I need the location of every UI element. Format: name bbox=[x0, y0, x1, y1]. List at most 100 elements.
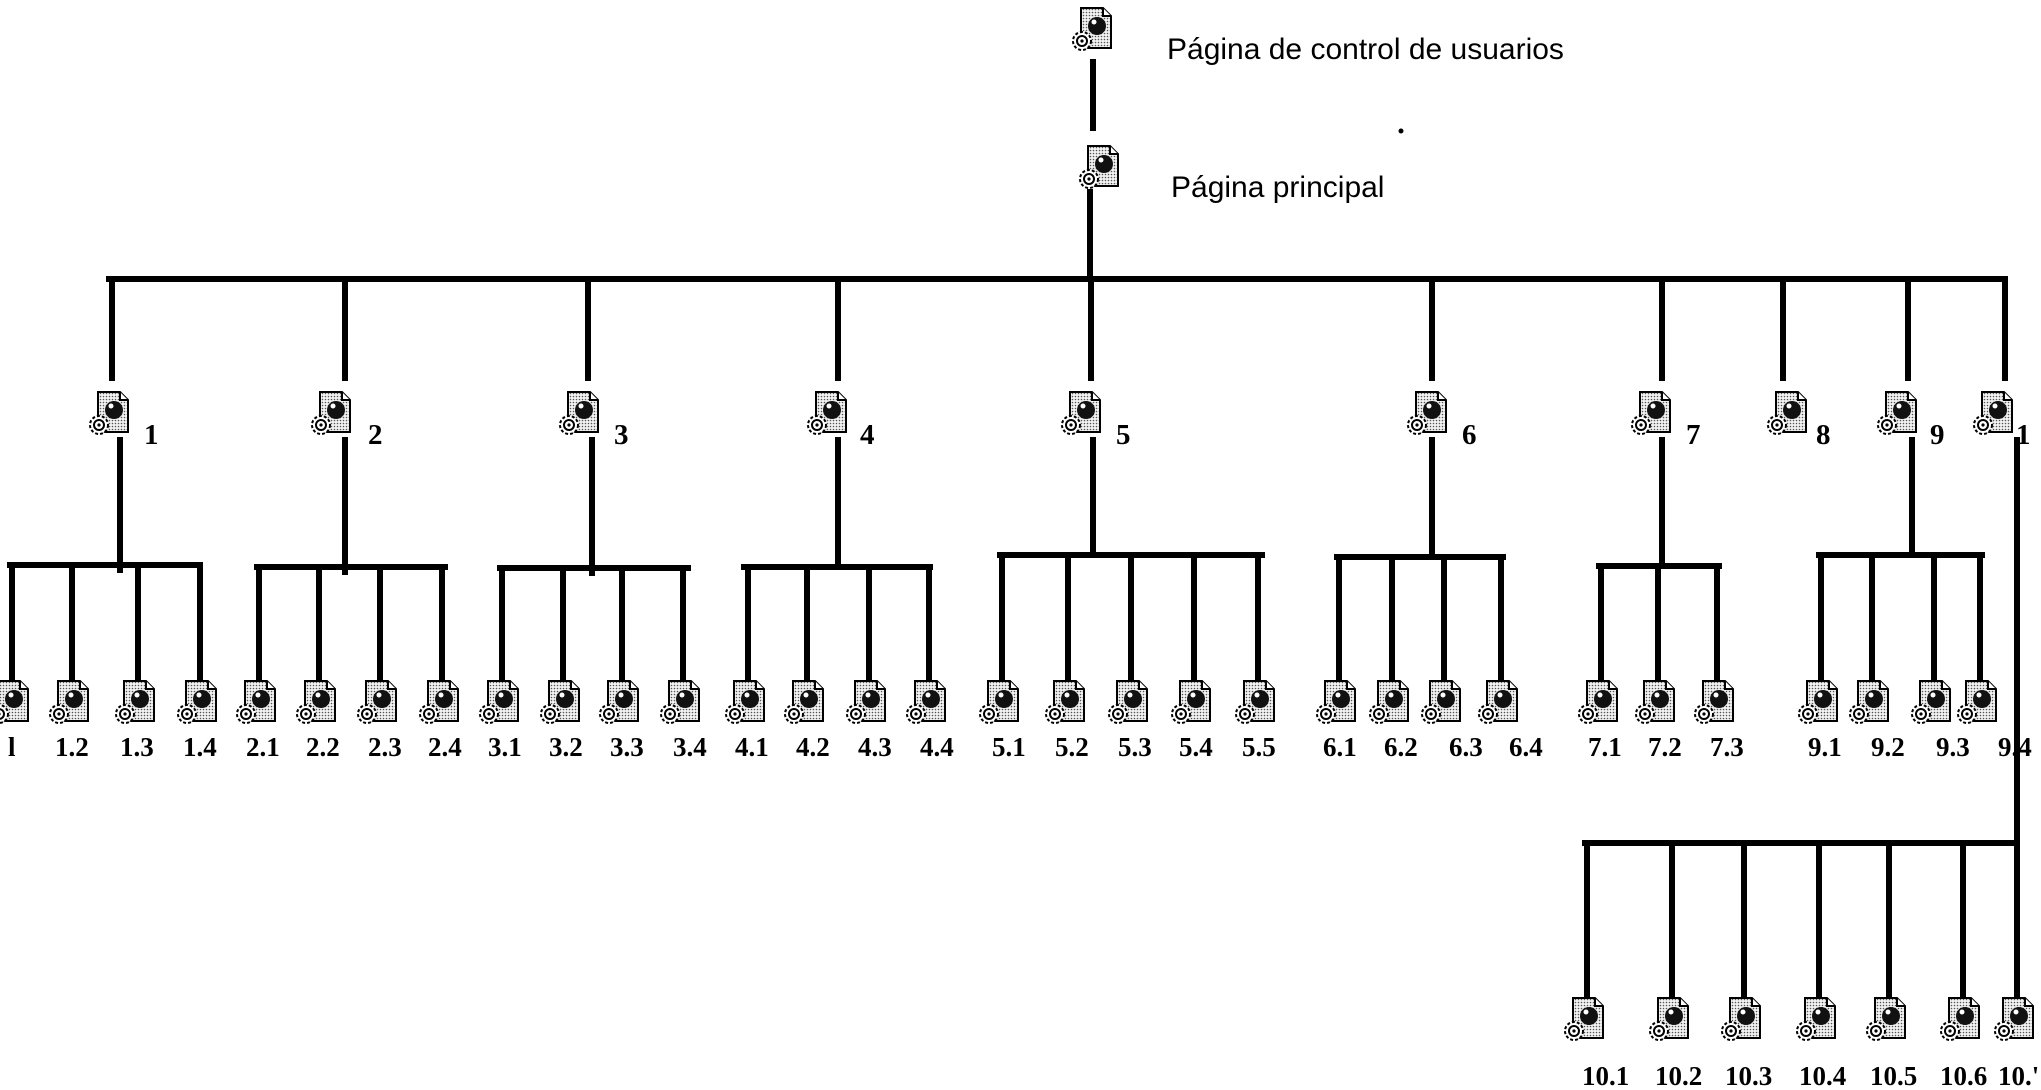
web-page-icon bbox=[1721, 997, 1761, 1041]
web-page-icon bbox=[0, 680, 29, 724]
node-label: 3.2 bbox=[549, 732, 583, 762]
node-label: 10.4 bbox=[1799, 1061, 1846, 1090]
node-label: 1 bbox=[2016, 419, 2031, 451]
web-page-icon bbox=[311, 391, 351, 435]
web-page-icon bbox=[725, 680, 765, 724]
node-label: Página principal bbox=[1171, 171, 1384, 204]
node-label: 1.3 bbox=[120, 732, 154, 762]
node-label: 1 bbox=[144, 419, 159, 451]
web-page-icon bbox=[1564, 997, 1604, 1041]
node-label: 9 bbox=[1930, 419, 1945, 451]
node-label: 2.3 bbox=[368, 732, 402, 762]
node-label: 3.3 bbox=[610, 732, 644, 762]
node-label: 2 bbox=[368, 419, 383, 451]
node-label: 3.1 bbox=[488, 732, 522, 762]
node-label: 4 bbox=[860, 419, 875, 451]
node-label: 4.3 bbox=[858, 732, 892, 762]
web-page-icon bbox=[1045, 680, 1085, 724]
web-page-icon bbox=[1973, 391, 2013, 435]
web-page-icon bbox=[1072, 7, 1112, 51]
node-label: 9.4 bbox=[1998, 732, 2032, 762]
web-page-icon bbox=[1796, 997, 1836, 1041]
node-label: 5.4 bbox=[1179, 732, 1213, 762]
node-label: 10.5 bbox=[1870, 1061, 1917, 1090]
web-page-icon bbox=[1994, 997, 2034, 1041]
node-label: 2.1 bbox=[246, 732, 280, 762]
node-label: 7.2 bbox=[1648, 732, 1682, 762]
node-label: 5.3 bbox=[1118, 732, 1152, 762]
node-label: Página de control de usuarios bbox=[1167, 33, 1564, 66]
node-label: 7.1 bbox=[1588, 732, 1622, 762]
web-page-icon bbox=[1957, 680, 1997, 724]
web-page-icon bbox=[1578, 680, 1618, 724]
web-page-icon bbox=[1631, 391, 1671, 435]
node-label: 3 bbox=[614, 419, 629, 451]
web-page-icon bbox=[599, 680, 639, 724]
web-page-icon bbox=[1866, 997, 1906, 1041]
node-label: 6.2 bbox=[1384, 732, 1418, 762]
stray-dot bbox=[1398, 128, 1404, 134]
node-label: 9.3 bbox=[1936, 732, 1970, 762]
node-label: 9.2 bbox=[1871, 732, 1905, 762]
web-page-icon bbox=[1235, 680, 1275, 724]
node-label: 2.2 bbox=[306, 732, 340, 762]
web-page-icon bbox=[1849, 680, 1889, 724]
web-page-icon bbox=[296, 680, 336, 724]
web-page-icon bbox=[357, 680, 397, 724]
web-page-icon bbox=[177, 680, 217, 724]
node-label: 5.5 bbox=[1242, 732, 1276, 762]
node-label: 4.4 bbox=[920, 732, 954, 762]
node-label: 6 bbox=[1462, 419, 1477, 451]
web-page-icon bbox=[1911, 680, 1951, 724]
node-label: 10.1 bbox=[1582, 1061, 1629, 1090]
web-page-icon bbox=[419, 680, 459, 724]
node-label: 10.3 bbox=[1725, 1061, 1772, 1090]
web-page-icon bbox=[1421, 680, 1461, 724]
web-page-icon bbox=[1369, 680, 1409, 724]
web-page-icon bbox=[1108, 680, 1148, 724]
node-label: 6.4 bbox=[1509, 732, 1543, 762]
node-label: 1.2 bbox=[55, 732, 89, 762]
node-label: 5.1 bbox=[992, 732, 1026, 762]
web-page-icon bbox=[1649, 997, 1689, 1041]
web-page-icon bbox=[1079, 145, 1119, 189]
node-label: 10.' bbox=[1998, 1061, 2039, 1090]
web-page-icon bbox=[1316, 680, 1356, 724]
web-page-icon bbox=[1767, 391, 1807, 435]
web-page-icon bbox=[89, 391, 129, 435]
node-label: l bbox=[8, 732, 16, 762]
web-page-icon bbox=[807, 391, 847, 435]
web-page-icon bbox=[1635, 680, 1675, 724]
node-label: 4.1 bbox=[735, 732, 769, 762]
node-label: 10.6 bbox=[1940, 1061, 1987, 1090]
web-page-icon bbox=[1171, 680, 1211, 724]
web-page-icon bbox=[1061, 391, 1101, 435]
web-page-icon bbox=[660, 680, 700, 724]
node-label: 7 bbox=[1686, 419, 1701, 451]
web-page-icon bbox=[979, 680, 1019, 724]
node-label: 4.2 bbox=[796, 732, 830, 762]
web-page-icon bbox=[115, 680, 155, 724]
node-label: 5.2 bbox=[1055, 732, 1089, 762]
web-page-icon bbox=[559, 391, 599, 435]
node-label: 3.4 bbox=[673, 732, 707, 762]
web-page-icon bbox=[49, 680, 89, 724]
node-label: 1.4 bbox=[183, 732, 217, 762]
web-page-icon bbox=[479, 680, 519, 724]
node-label: 6.1 bbox=[1323, 732, 1357, 762]
web-page-icon bbox=[784, 680, 824, 724]
node-label: 10.2 bbox=[1655, 1061, 1702, 1090]
node-label: 6.3 bbox=[1449, 732, 1483, 762]
web-page-icon bbox=[1798, 680, 1838, 724]
node-label: 5 bbox=[1116, 419, 1131, 451]
web-page-icon bbox=[1478, 680, 1518, 724]
web-page-icon bbox=[906, 680, 946, 724]
web-page-icon bbox=[1407, 391, 1447, 435]
node-label: 9.1 bbox=[1808, 732, 1842, 762]
web-page-icon bbox=[540, 680, 580, 724]
web-page-icon bbox=[1694, 680, 1734, 724]
node-label: 8 bbox=[1816, 419, 1831, 451]
web-page-icon bbox=[236, 680, 276, 724]
node-label: 7.3 bbox=[1710, 732, 1744, 762]
